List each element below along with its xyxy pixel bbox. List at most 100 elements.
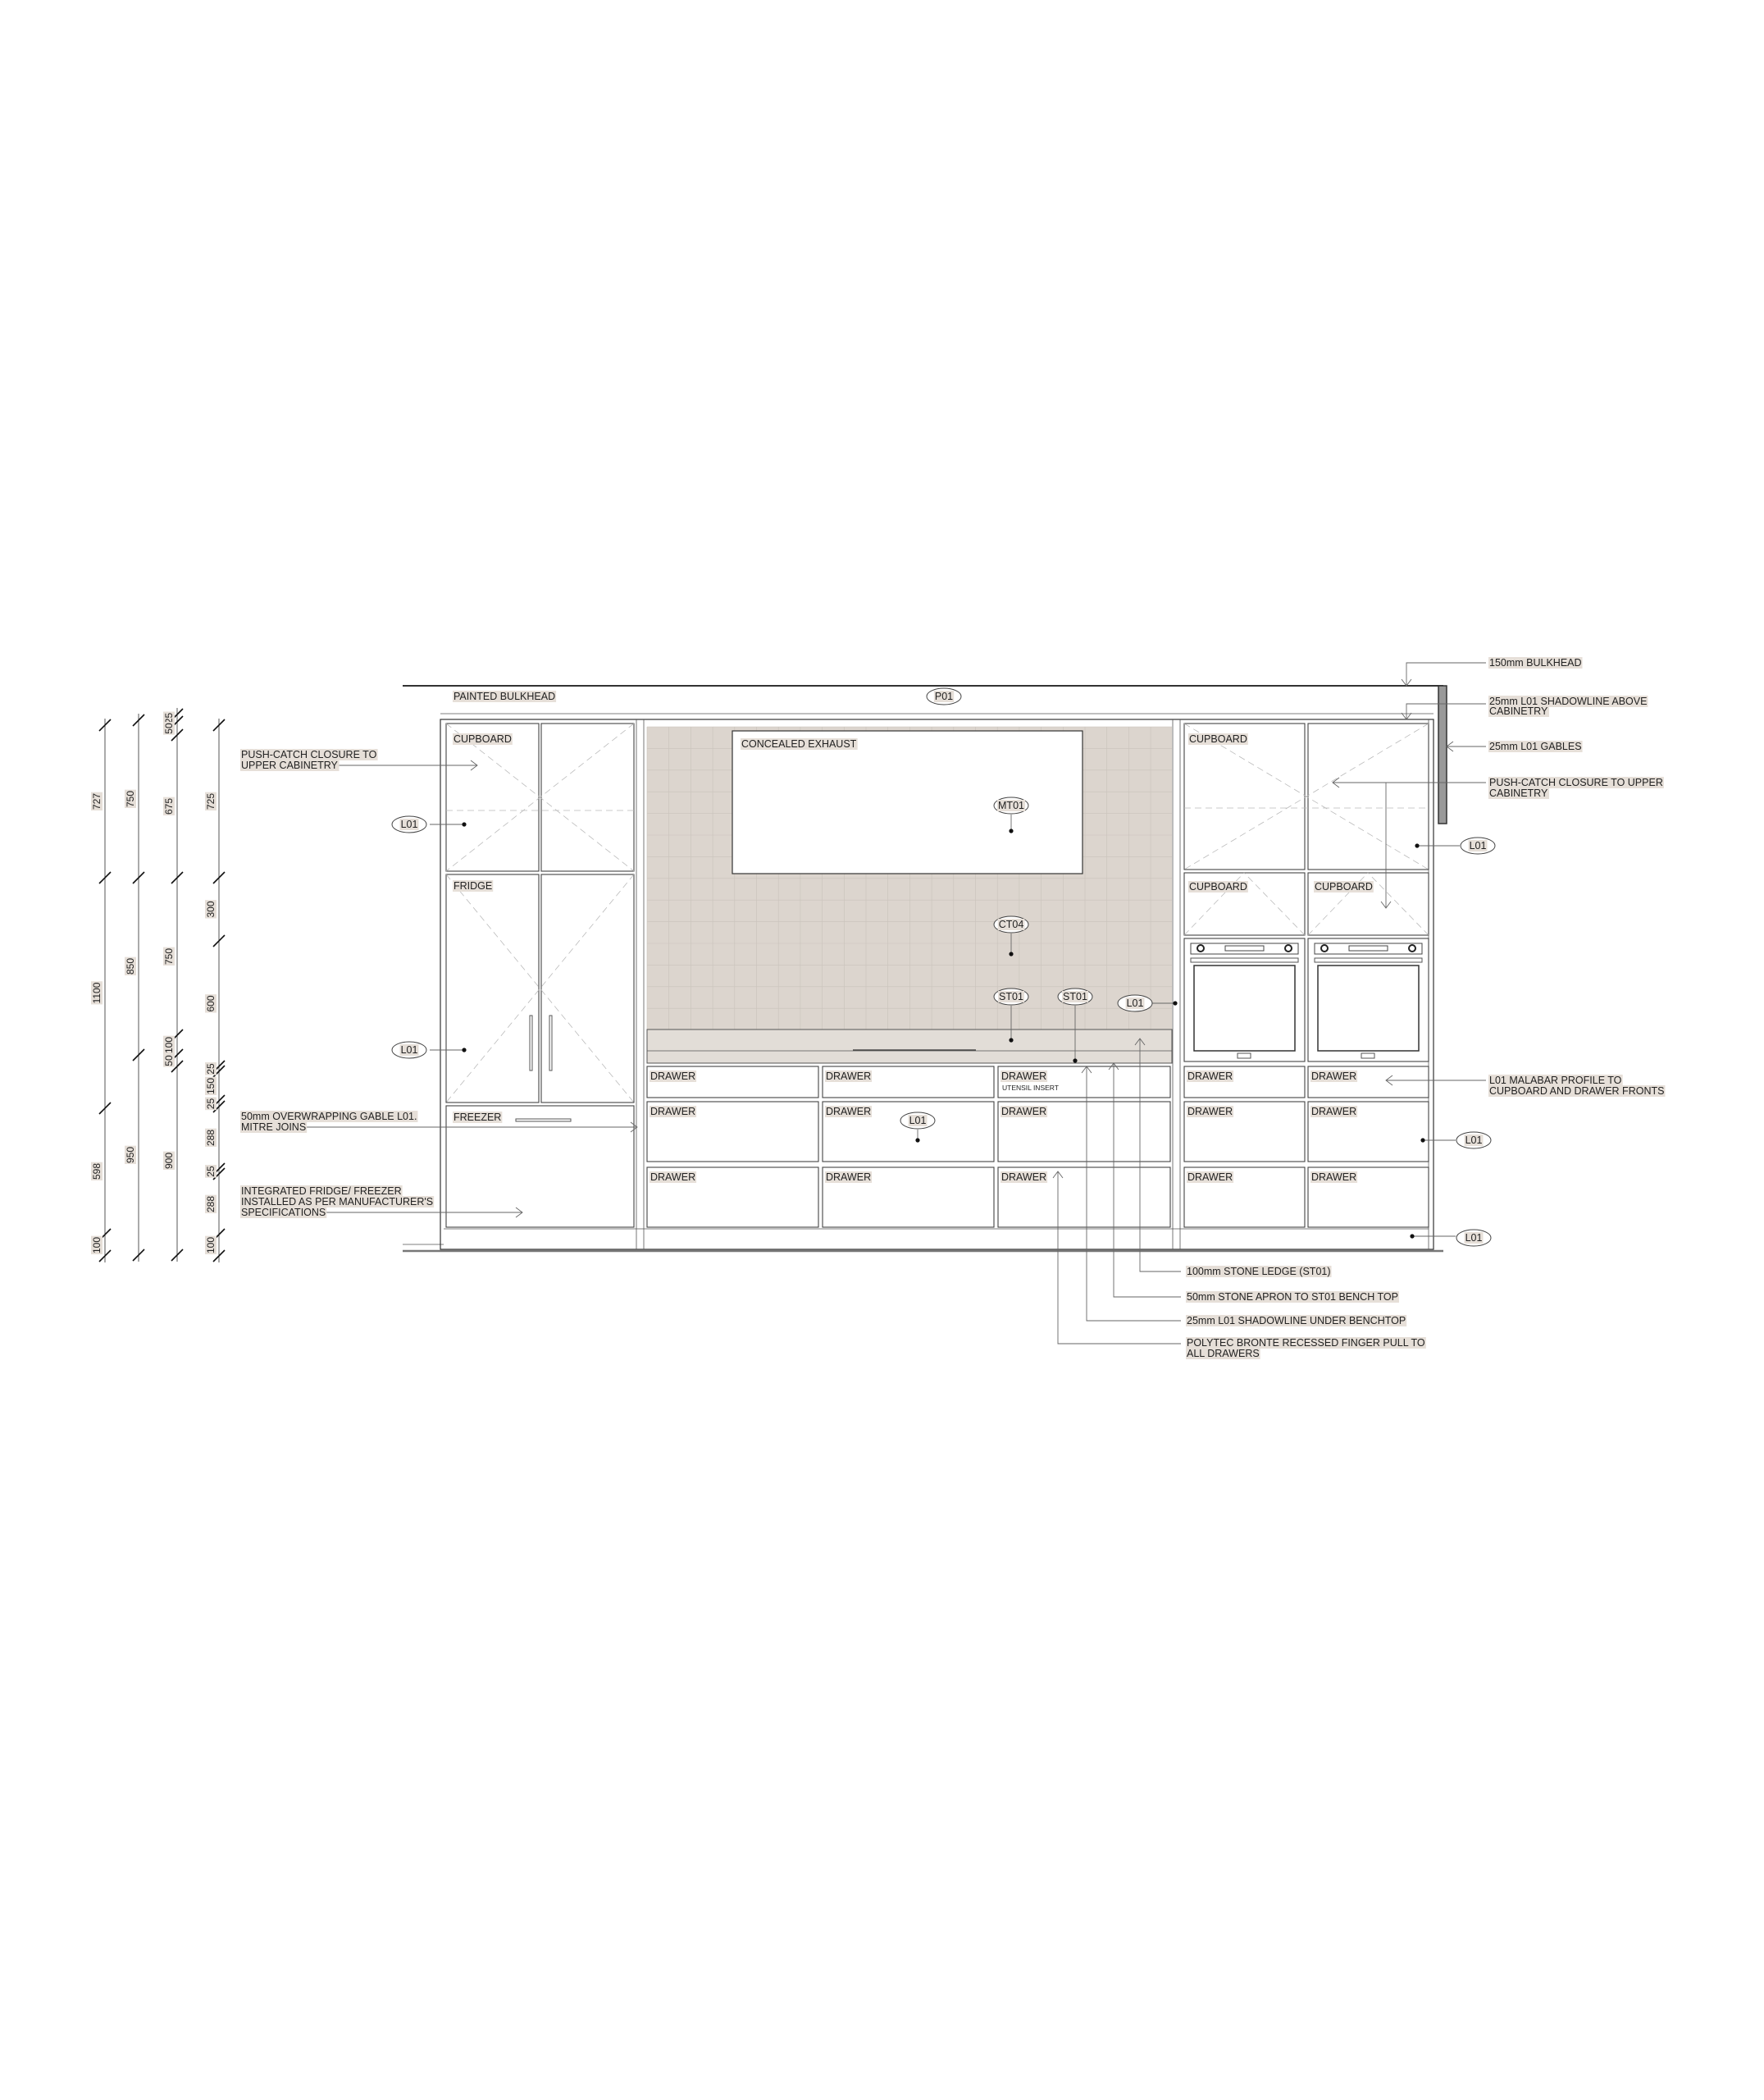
middle-unit bbox=[646, 726, 1173, 1064]
utensil-insert-label: UTENSIL INSERT bbox=[1002, 1084, 1059, 1092]
dimension-tick bbox=[98, 1102, 112, 1115]
text-highlight bbox=[453, 880, 494, 892]
right-gable bbox=[1438, 685, 1447, 824]
dimension-tick bbox=[212, 1249, 226, 1262]
fridge-door-right[interactable] bbox=[540, 874, 635, 1103]
text-highlight bbox=[1001, 1106, 1048, 1117]
text-highlight bbox=[1488, 705, 1549, 717]
freezer-handle[interactable] bbox=[515, 1118, 572, 1122]
text-highlight bbox=[163, 1035, 175, 1055]
text-highlight bbox=[1062, 991, 1088, 1002]
note-shadowline-above: CABINETRY bbox=[1489, 705, 1548, 717]
text-highlight bbox=[1464, 1134, 1484, 1146]
note-overwrapping-gable: 50mm OVERWRAPPING GABLE L01. bbox=[241, 1111, 417, 1122]
oven-knob-icon[interactable] bbox=[1197, 944, 1205, 952]
leader-dot bbox=[915, 1138, 920, 1143]
dimension-value: 950 bbox=[125, 1147, 136, 1163]
text-highlight bbox=[933, 691, 955, 702]
note-finger-pull: ALL DRAWERS bbox=[1187, 1348, 1260, 1359]
dimension-tick bbox=[98, 1249, 112, 1262]
fridge-handle-left[interactable] bbox=[529, 1015, 533, 1071]
material-tag-label: P01 bbox=[935, 691, 953, 702]
note-overwrapping-gable: MITRE JOINS bbox=[241, 1121, 306, 1133]
dimension-value: 288 bbox=[205, 1196, 217, 1212]
text-highlight bbox=[163, 797, 175, 816]
dimension-tick bbox=[212, 1100, 226, 1113]
text-highlight bbox=[240, 760, 340, 771]
text-highlight bbox=[453, 1112, 503, 1123]
ovens bbox=[1183, 938, 1429, 1062]
leader-dot bbox=[1009, 952, 1014, 956]
note-malabar-profile: L01 MALABAR PROFILE TO bbox=[1489, 1075, 1622, 1086]
material-tag-label: L01 bbox=[1465, 1134, 1483, 1146]
dimension-value: 727 bbox=[91, 793, 103, 810]
dimension-value: 25 bbox=[205, 1098, 217, 1110]
freezer-drawer[interactable] bbox=[445, 1105, 635, 1228]
text-highlight bbox=[1187, 1071, 1234, 1082]
dimension-tick bbox=[132, 871, 145, 884]
cupboard-label: CUPBOARD bbox=[1315, 881, 1373, 892]
text-highlight bbox=[650, 1071, 697, 1082]
note-integrated-fridge: INSTALLED AS PER MANUFACTURER'S bbox=[241, 1196, 433, 1208]
cupboard-label: CUPBOARD bbox=[1189, 733, 1247, 745]
oven-knob-icon[interactable] bbox=[1320, 944, 1329, 952]
oven-display bbox=[1224, 945, 1265, 952]
fridge-handle-right[interactable] bbox=[549, 1015, 553, 1071]
concealed-exhaust-panel bbox=[732, 730, 1083, 874]
oven-handle[interactable] bbox=[1190, 957, 1299, 963]
dimension-tick bbox=[212, 719, 226, 732]
note-integrated-fridge: SPECIFICATIONS bbox=[241, 1207, 326, 1218]
text-highlight bbox=[1001, 1171, 1048, 1183]
dimension-tick bbox=[132, 714, 145, 727]
upper-cupboard-door[interactable] bbox=[1183, 723, 1306, 870]
cabinet-outline bbox=[440, 719, 1434, 1250]
text-highlight bbox=[1186, 1348, 1260, 1359]
text-highlight bbox=[205, 1097, 217, 1111]
dimension-value: 598 bbox=[91, 1163, 103, 1180]
upper-cupboard-door[interactable] bbox=[1307, 723, 1429, 870]
text-highlight bbox=[1186, 1337, 1426, 1349]
text-highlight bbox=[240, 1207, 327, 1218]
note-bulkhead: 150mm BULKHEAD bbox=[1489, 657, 1582, 669]
text-highlight bbox=[650, 1106, 697, 1117]
upper-cupboard-door-left[interactable] bbox=[445, 723, 540, 872]
oven-knob-icon[interactable] bbox=[1284, 944, 1292, 952]
text-highlight bbox=[997, 919, 1025, 930]
text-highlight bbox=[240, 1121, 308, 1133]
drawer-label: DRAWER bbox=[1311, 1171, 1356, 1183]
oven-handle[interactable] bbox=[1314, 957, 1423, 963]
note-stone-ledge: 100mm STONE LEDGE (ST01) bbox=[1187, 1266, 1331, 1277]
text-highlight bbox=[1488, 657, 1583, 669]
dimension-tick bbox=[132, 1048, 145, 1061]
oven-knob-icon[interactable] bbox=[1408, 944, 1416, 952]
stone-benchtop bbox=[646, 1029, 1173, 1064]
upper-cupboard-door-right[interactable] bbox=[540, 723, 635, 872]
text-highlight bbox=[205, 1076, 217, 1096]
text-highlight bbox=[205, 1165, 217, 1178]
note-finger-pull: POLYTEC BRONTE RECESSED FINGER PULL TO bbox=[1187, 1337, 1425, 1349]
fridge-door-left[interactable] bbox=[445, 874, 540, 1103]
text-highlight bbox=[1488, 1075, 1623, 1086]
leader-dot bbox=[1420, 1138, 1425, 1143]
hinge-line bbox=[1307, 872, 1369, 936]
freezer-label: FREEZER bbox=[454, 1112, 501, 1123]
dimension-tick bbox=[171, 871, 184, 884]
note-push-catch-right: PUSH-CATCH CLOSURE TO UPPER bbox=[1489, 777, 1663, 788]
dimension-tick bbox=[171, 1060, 184, 1073]
text-highlight bbox=[1314, 881, 1374, 892]
drawer-label: DRAWER bbox=[1001, 1106, 1046, 1117]
material-tag-label: L01 bbox=[909, 1115, 927, 1126]
oven-vent bbox=[1237, 1052, 1251, 1059]
dimension-strings: 7271100598100750850950255067575010050900… bbox=[91, 708, 226, 1262]
text-highlight bbox=[240, 1196, 435, 1208]
text-highlight bbox=[205, 900, 217, 919]
text-highlight bbox=[91, 1162, 103, 1181]
leader-dot bbox=[1009, 1038, 1014, 1043]
leader-dot bbox=[1009, 829, 1014, 833]
dimension-value: 100 bbox=[163, 1037, 175, 1053]
dimension-tick bbox=[171, 728, 184, 742]
leader-dot bbox=[462, 822, 467, 827]
material-tag-label: L01 bbox=[401, 1044, 418, 1056]
